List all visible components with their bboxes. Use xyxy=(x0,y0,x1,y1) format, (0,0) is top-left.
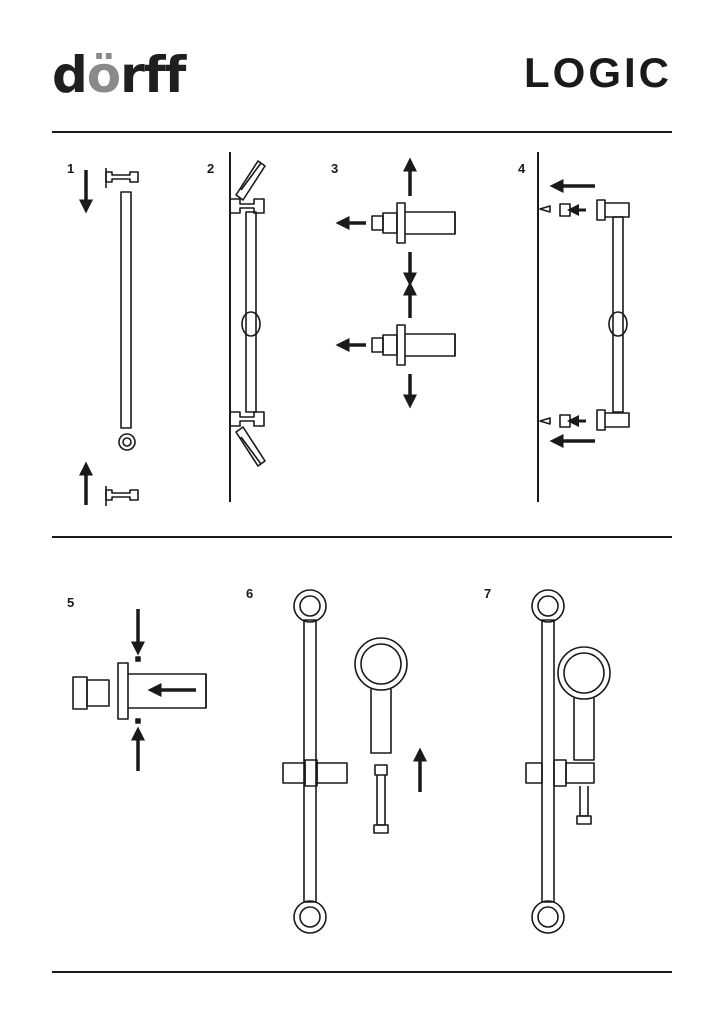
step1-illustration xyxy=(79,168,139,506)
step2-illustration xyxy=(229,152,266,502)
step-number-1: 1 xyxy=(67,161,75,176)
step-number-4: 4 xyxy=(518,161,526,176)
brand-logo: dörff xyxy=(52,46,186,104)
section-divider xyxy=(52,536,672,538)
step5-illustration xyxy=(72,609,207,771)
step-number-2: 2 xyxy=(207,161,215,176)
header-divider xyxy=(52,131,672,133)
step6-illustration xyxy=(282,589,427,934)
step4-illustration xyxy=(537,152,630,502)
product-name: LOGIC xyxy=(524,49,672,96)
step-number-6: 6 xyxy=(246,586,254,601)
step7-illustration xyxy=(525,589,611,934)
step-number-5: 5 xyxy=(67,595,75,610)
step-number-7: 7 xyxy=(484,586,492,601)
step-number-3: 3 xyxy=(331,161,339,176)
footer-divider xyxy=(52,971,672,973)
step3-illustration-upper xyxy=(335,157,456,287)
step3-illustration-lower xyxy=(335,281,456,409)
